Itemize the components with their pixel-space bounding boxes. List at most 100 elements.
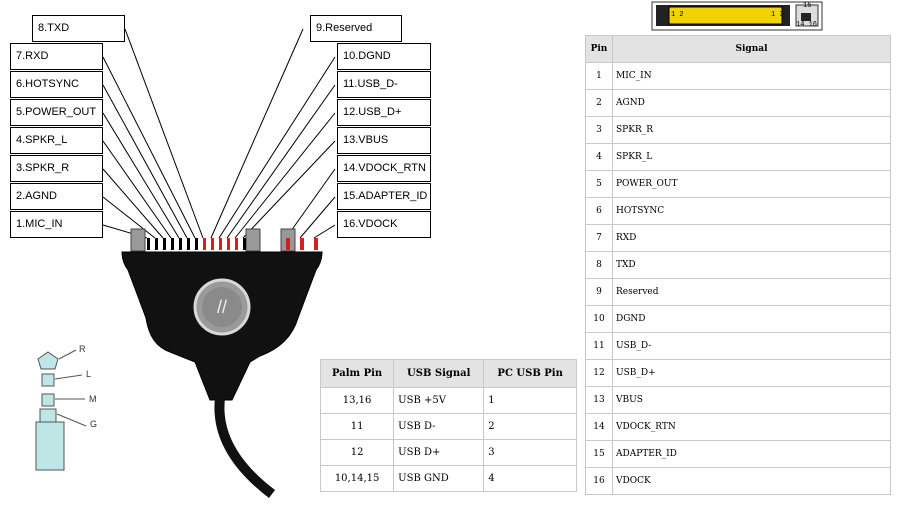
pin-number: 11: [585, 332, 613, 360]
pin-number: 2: [585, 89, 613, 117]
pin-signal: AGND: [612, 89, 891, 117]
pin-signal: POWER_OUT: [612, 170, 891, 198]
usb-table-header-palm-pin: Palm Pin: [319, 359, 395, 388]
plug-tip-r: [37, 351, 59, 370]
pin-signal: VBUS: [612, 386, 891, 414]
pin-6: [187, 238, 190, 250]
pin-table-header-row: Pin Signal: [585, 35, 891, 63]
connector-icon-bottom-nums: 14 16: [796, 21, 818, 29]
usb-signal: USB +5V: [393, 387, 485, 414]
pin-table-header-signal: Signal: [612, 35, 891, 63]
wire-reserved: [210, 28, 304, 239]
wire-agnd: [102, 196, 156, 239]
wire-spkr-r: [102, 168, 164, 239]
pin-signal: USB_D+: [612, 359, 891, 387]
label-spkr-l: 4.SPKR_L: [10, 127, 103, 154]
label-vdock: 16.VDOCK: [337, 211, 431, 238]
label-txd: 8.TXD: [32, 15, 125, 42]
pin-number: 4: [585, 143, 613, 171]
audio-plug: [35, 349, 87, 471]
wire-spkr-l: [102, 140, 172, 239]
pin-signal: ADAPTER_ID: [612, 440, 891, 468]
pin-15: [300, 238, 304, 250]
pin-16: [314, 238, 318, 250]
pin-number: 5: [585, 170, 613, 198]
pin-14: [286, 238, 290, 250]
label-hotsync: 6.HOTSYNC: [10, 71, 103, 98]
wire-adapter-id: [299, 196, 336, 239]
pc-usb-pin: 2: [483, 413, 577, 440]
pin-signal: SPKR_L: [612, 143, 891, 171]
wire-txd: [124, 28, 204, 239]
pin-signal: TXD: [612, 251, 891, 279]
pin-number: 1: [585, 62, 613, 90]
pin-signal: VDOCK: [612, 467, 891, 495]
plug-pointer-l: [54, 374, 83, 380]
pin-number: 16: [585, 467, 613, 495]
wire-vdock-rtn: [285, 168, 336, 239]
wire-hotsync: [102, 84, 188, 239]
pin-signal: SPKR_R: [612, 116, 891, 144]
label-reserved: 9.Reserved: [310, 15, 402, 42]
pin-8: [203, 238, 206, 250]
pin-number: 6: [585, 197, 613, 225]
wire-rxd: [102, 56, 196, 239]
plug-sleeve-g: [39, 408, 57, 423]
pc-usb-pin: 3: [483, 439, 577, 466]
usb-signal: USB GND: [393, 465, 485, 492]
connector-pins: [130, 228, 318, 252]
label-usb-dminus: 11.USB_D-: [337, 71, 431, 98]
pin-9: [211, 238, 214, 250]
cable: [214, 397, 276, 498]
pin-signal: HOTSYNC: [612, 197, 891, 225]
pin-number: 7: [585, 224, 613, 252]
audio-label-m: M: [89, 394, 97, 404]
wire-vdock: [313, 224, 336, 239]
pin-number: 10: [585, 305, 613, 333]
audio-label-r: R: [79, 344, 86, 354]
pc-usb-pin: 1: [483, 387, 577, 414]
pin-2: [155, 238, 158, 250]
hotsync-button: [202, 287, 242, 327]
signal-wires: [102, 28, 336, 239]
connector-guide-left: [130, 228, 146, 252]
connector-guide-middle: [245, 228, 261, 252]
pin-number: 14: [585, 413, 613, 441]
label-mic-in: 1.MIC_IN: [10, 211, 103, 238]
pin-number: 15: [585, 440, 613, 468]
connector-icon-pin-left: 1 2: [671, 11, 684, 19]
pc-usb-pin: 4: [483, 465, 577, 492]
usb-signal: USB D+: [393, 439, 485, 466]
label-rxd: 7.RXD: [10, 43, 103, 70]
palm-pin: 12: [319, 439, 395, 466]
pin-12: [235, 238, 238, 250]
connector-icon-pins: [668, 6, 783, 25]
plug-ring-l: [41, 373, 55, 387]
wire-power-out: [102, 112, 180, 239]
label-vdock-rtn: 14.VDOCK_RTN: [337, 155, 431, 182]
pin-number: 8: [585, 251, 613, 279]
connector-icon-pin15: [801, 13, 811, 21]
wire-usb-dplus: [234, 112, 336, 239]
palm-pin: 10,14,15: [319, 465, 395, 492]
pin-13: [243, 238, 246, 250]
wire-vbus: [242, 140, 336, 239]
plug-handle: [35, 421, 65, 471]
pin-number: 3: [585, 116, 613, 144]
palm-pin: 11: [319, 413, 395, 440]
